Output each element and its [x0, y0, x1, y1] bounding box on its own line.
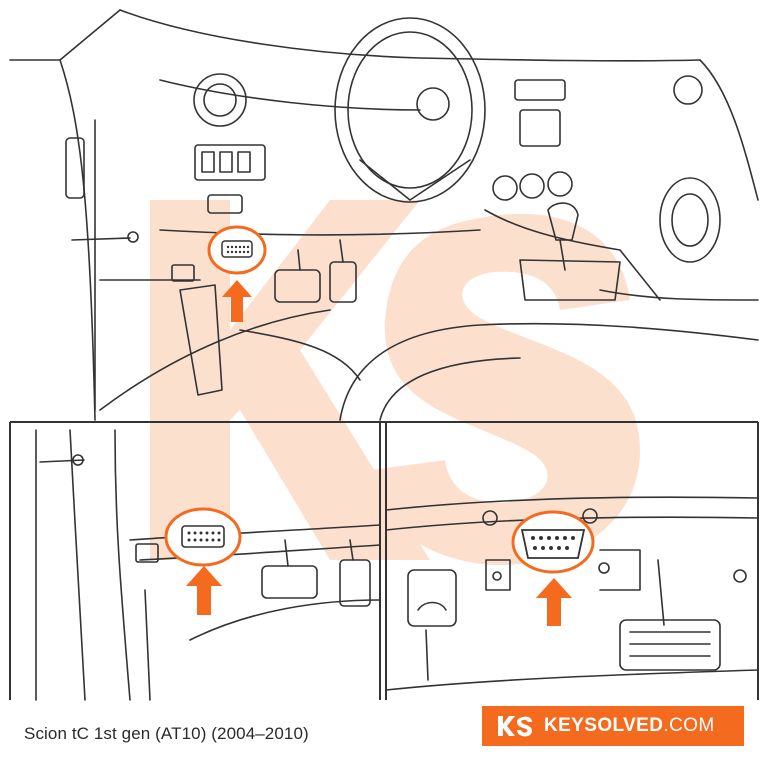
bottom-left-panel — [35, 429, 381, 701]
vehicle-caption: Scion tC 1st gen (AT10) (2004–2010) — [24, 724, 309, 743]
bottom-right-obd-highlight — [511, 510, 595, 574]
panel-frames — [9, 421, 759, 700]
brand-name: KEYSOLVED — [544, 715, 664, 736]
up-arrow-icon — [222, 280, 252, 322]
watermark-logo — [150, 200, 640, 566]
up-arrow-icon — [186, 566, 222, 615]
up-arrow-icon — [536, 578, 572, 626]
brand-domain: .COM — [663, 715, 715, 736]
brand-wordmark: KEYSOLVED.COM — [544, 715, 715, 737]
bottom-right-panel — [385, 496, 759, 691]
top-panel-interior — [9, 9, 759, 421]
bottom-left-obd-highlight — [164, 507, 242, 567]
top-panel-obd-highlight — [207, 225, 267, 275]
ks-logo-icon — [498, 716, 532, 737]
keysolved-badge[interactable]: KEYSOLVED.COM — [482, 706, 744, 746]
